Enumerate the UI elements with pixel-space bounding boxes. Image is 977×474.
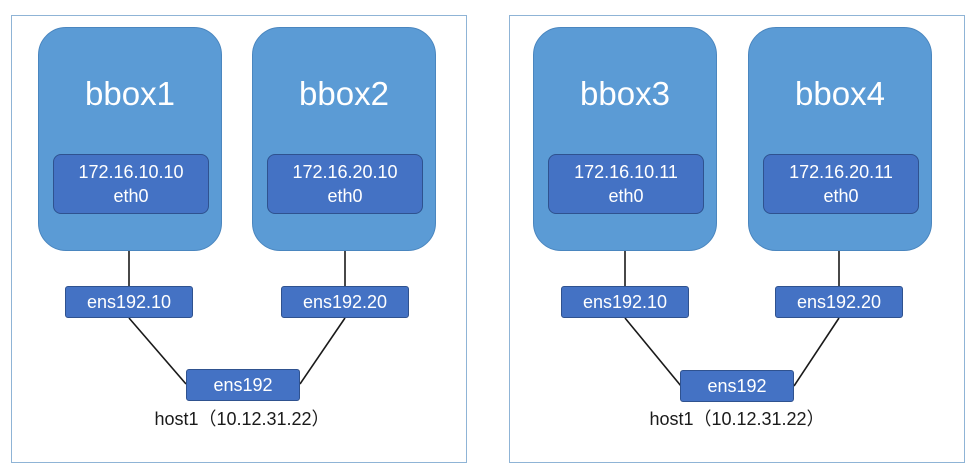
container-bbox2: bbox2 172.16.20.10 eth0 bbox=[252, 27, 436, 251]
ip-address: 172.16.20.10 bbox=[292, 162, 398, 182]
eth0-interface: 172.16.10.11 eth0 bbox=[548, 154, 704, 214]
parent-interface-ens192: ens192 bbox=[680, 370, 794, 402]
wire-vlan20-to-ens192-b bbox=[793, 317, 840, 387]
container-bbox1: bbox1 172.16.10.10 eth0 bbox=[38, 27, 222, 251]
vlan-interface-ens192-10: ens192.10 bbox=[561, 286, 689, 318]
interface-name: eth0 bbox=[327, 186, 363, 206]
eth0-interface: 172.16.20.10 eth0 bbox=[267, 154, 423, 214]
container-name: bbox4 bbox=[795, 75, 885, 112]
container-name: bbox1 bbox=[85, 75, 175, 112]
wire-vlan10-to-ens192-b bbox=[624, 317, 682, 387]
container-name: bbox2 bbox=[299, 75, 389, 112]
ip-address: 172.16.20.11 bbox=[789, 162, 893, 182]
wire-vlan10-to-ens192 bbox=[128, 317, 187, 385]
host-label: host1（10.12.31.22） bbox=[649, 409, 825, 429]
container-name: bbox3 bbox=[580, 75, 670, 112]
host-label: host1（10.12.31.22） bbox=[154, 409, 330, 429]
ip-address: 172.16.10.11 bbox=[574, 162, 678, 182]
wire-vlan20-to-ens192 bbox=[299, 317, 346, 385]
interface-name: eth0 bbox=[823, 186, 859, 206]
parent-interface-ens192: ens192 bbox=[186, 369, 300, 401]
container-bbox4: bbox4 172.16.20.11 eth0 bbox=[748, 27, 932, 251]
vlan-interface-ens192-10: ens192.10 bbox=[65, 286, 193, 318]
eth0-interface: 172.16.10.10 eth0 bbox=[53, 154, 209, 214]
interface-name: eth0 bbox=[113, 186, 149, 206]
vlan-interface-ens192-20: ens192.20 bbox=[775, 286, 903, 318]
vlan-interface-ens192-20: ens192.20 bbox=[281, 286, 409, 318]
interface-name: eth0 bbox=[608, 186, 644, 206]
container-bbox3: bbox3 172.16.10.11 eth0 bbox=[533, 27, 717, 251]
ip-address: 172.16.10.10 bbox=[78, 162, 184, 182]
eth0-interface: 172.16.20.11 eth0 bbox=[763, 154, 919, 214]
